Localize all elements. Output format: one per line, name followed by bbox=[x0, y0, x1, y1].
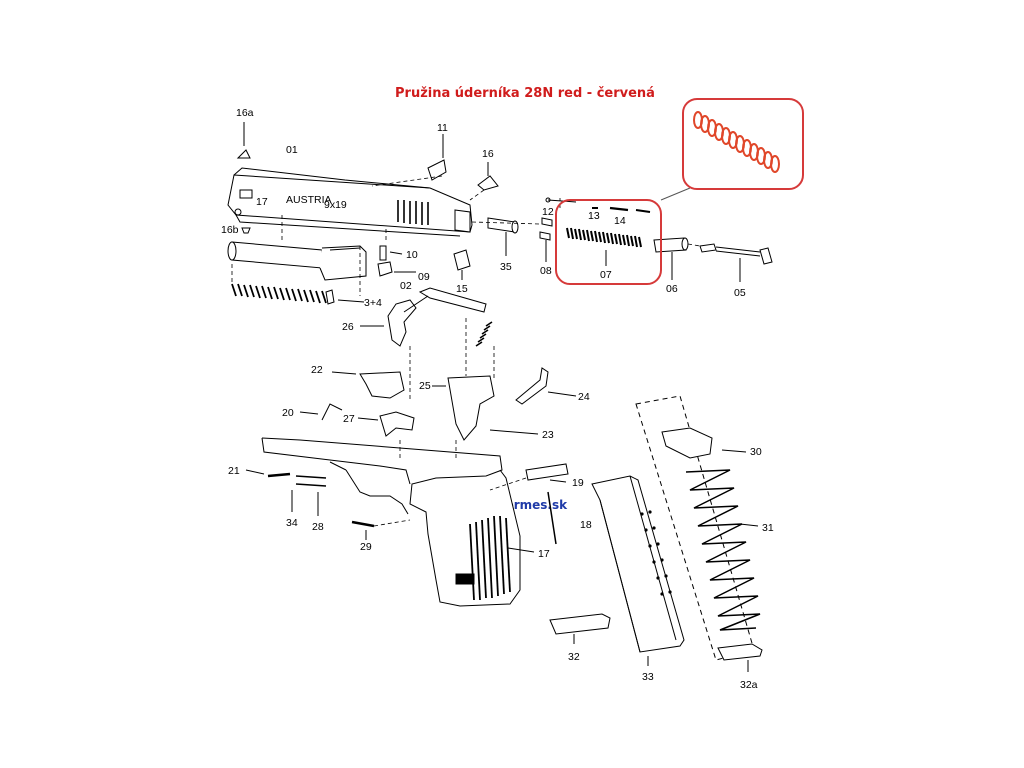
trigger-housing-part bbox=[447, 375, 495, 441]
part-label-32a: 32a bbox=[740, 679, 758, 691]
part-label-08: 08 bbox=[540, 265, 552, 277]
part-label-11: 11 bbox=[437, 122, 448, 134]
magazine-floorplate-part bbox=[549, 613, 611, 635]
part-label-16: 16 bbox=[482, 148, 494, 160]
highlight-box-firing-spring bbox=[555, 199, 662, 285]
part-label-10: 10 bbox=[406, 249, 418, 261]
barrel-part bbox=[227, 241, 367, 281]
part-label-01: 01 bbox=[286, 144, 298, 156]
callout-connector bbox=[660, 187, 691, 201]
part-label-09: 09 bbox=[418, 271, 430, 283]
part-06 bbox=[653, 237, 687, 253]
magazine-spring-part bbox=[685, 469, 761, 631]
diagram-title: Pružina úderníka 28N red - červená bbox=[395, 86, 655, 101]
part-35 bbox=[487, 217, 516, 233]
part-14 bbox=[635, 209, 651, 213]
part-label-16b: 16b bbox=[221, 224, 239, 236]
magazine-catch-part bbox=[525, 463, 569, 481]
part-label-12: 12 bbox=[542, 206, 554, 218]
slide-caliber-text: 9x19 bbox=[324, 199, 347, 211]
part-label-14: 14 bbox=[614, 215, 626, 227]
part-label-30: 30 bbox=[750, 446, 762, 458]
part-label-26: 26 bbox=[342, 321, 354, 333]
sight-screw-part bbox=[241, 227, 251, 234]
magazine-part bbox=[591, 475, 685, 653]
part-label-15: 15 bbox=[456, 283, 468, 295]
part-label-27: 27 bbox=[343, 413, 355, 425]
frame-part bbox=[261, 437, 521, 607]
front-sight-part bbox=[236, 149, 251, 159]
slide-cover-plate-part bbox=[453, 249, 471, 271]
part-label-13: 13 bbox=[588, 210, 600, 222]
firing-pin-part bbox=[699, 243, 773, 265]
part-label-17: 17 bbox=[538, 548, 550, 560]
extractor-part bbox=[427, 159, 447, 181]
part-label-25: 25 bbox=[419, 380, 431, 392]
rear-sight-part bbox=[477, 175, 499, 191]
part-label-22: 22 bbox=[311, 364, 323, 376]
slide-part bbox=[227, 167, 473, 237]
connector-part bbox=[515, 367, 549, 405]
part-label-06: 06 bbox=[666, 283, 678, 295]
part-label-19: 19 bbox=[572, 477, 584, 489]
part-label-34: 34 bbox=[286, 517, 298, 529]
part-label-21: 21 bbox=[228, 465, 240, 477]
part-21 bbox=[267, 472, 291, 478]
magazine-insert-part bbox=[717, 643, 763, 661]
slide-stop-part bbox=[379, 411, 415, 437]
part-label-07: 07 bbox=[600, 269, 612, 281]
follower-part bbox=[661, 427, 713, 459]
part-label-32: 32 bbox=[568, 651, 580, 663]
part-label-28: 28 bbox=[312, 521, 324, 533]
part-label-20: 20 bbox=[282, 407, 294, 419]
part-label-16a: 16a bbox=[236, 107, 254, 119]
part-20 bbox=[321, 403, 343, 421]
firing-pin-spring-part bbox=[566, 227, 642, 248]
part-label-31: 31 bbox=[762, 522, 774, 534]
part-label-35: 35 bbox=[500, 261, 512, 273]
part-label-05: 05 bbox=[734, 287, 746, 299]
part-label-33: 33 bbox=[642, 671, 654, 683]
part-label-23: 23 bbox=[542, 429, 554, 441]
locking-block-part bbox=[359, 371, 405, 399]
slide-country-text: AUSTRIA bbox=[286, 194, 332, 206]
part-label-29: 29 bbox=[360, 541, 372, 553]
extractor-depressor-part bbox=[377, 261, 393, 277]
recoil-spring-part bbox=[231, 283, 327, 304]
part-label-18: 18 bbox=[580, 519, 592, 531]
part-label-3-4: 3+4 bbox=[364, 297, 382, 309]
spring-loaded-bearing-part bbox=[379, 245, 387, 261]
slide-model-text: 17 bbox=[256, 196, 268, 208]
trigger-bar-part bbox=[387, 287, 487, 347]
red-spring-illustration bbox=[693, 111, 780, 173]
part-29 bbox=[351, 520, 375, 528]
part-label-02: 02 bbox=[400, 280, 412, 292]
part-18 bbox=[547, 491, 557, 545]
part-label-24: 24 bbox=[578, 391, 590, 403]
part-13 bbox=[609, 206, 629, 212]
trigger-spring-part bbox=[475, 321, 493, 347]
